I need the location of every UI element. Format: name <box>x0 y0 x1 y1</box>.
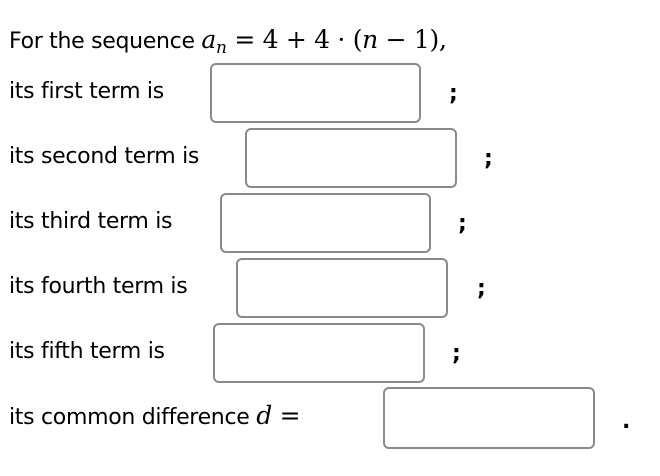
intro-text: For the sequence <box>9 29 195 54</box>
common-difference-period: . <box>622 409 631 434</box>
fifth-term-input[interactable] <box>213 323 425 383</box>
fifth-term-label: its fifth term is <box>9 339 165 364</box>
first-term-label: its first term is <box>9 79 164 104</box>
sequence-statement: For the sequence an = 4 + 4 · (n − 1), <box>9 25 447 57</box>
formula-rhs-var: n <box>362 25 378 54</box>
third-term-semicolon: ; <box>458 211 467 236</box>
fourth-term-label: its fourth term is <box>9 274 188 299</box>
common-difference-input[interactable] <box>383 387 595 449</box>
fifth-term-semicolon: ; <box>452 341 461 366</box>
second-term-label: its second term is <box>9 144 200 169</box>
common-difference-label: its common difference <box>9 405 250 430</box>
formula-lhs-var: a <box>201 25 216 54</box>
sequence-formula: an = 4 + 4 · (n − 1), <box>201 25 447 57</box>
first-term-input[interactable] <box>210 63 421 123</box>
second-term-input[interactable] <box>245 128 457 188</box>
first-term-semicolon: ; <box>449 81 458 106</box>
common-difference-statement: its common difference d = <box>9 401 301 432</box>
difference-formula: d = <box>256 401 300 430</box>
formula-rhs: = 4 + 4 · ( <box>234 25 363 54</box>
third-term-input[interactable] <box>220 193 431 253</box>
second-term-semicolon: ; <box>484 146 493 171</box>
difference-var: d <box>256 401 272 430</box>
formula-lhs-sub: n <box>216 38 227 58</box>
fourth-term-semicolon: ; <box>477 276 486 301</box>
fourth-term-input[interactable] <box>236 258 448 318</box>
third-term-label: its third term is <box>9 209 173 234</box>
difference-equals: = <box>279 401 301 430</box>
formula-rhs-tail: − 1), <box>377 25 447 54</box>
